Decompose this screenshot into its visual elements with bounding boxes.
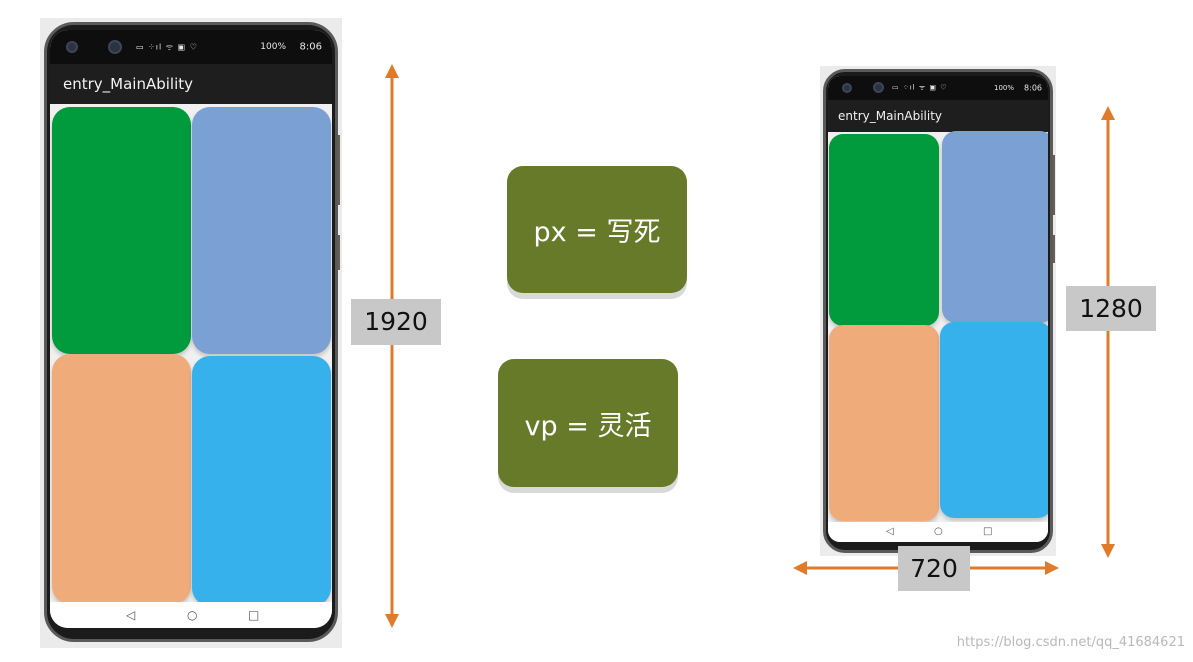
right-tile-green (829, 134, 939, 326)
home-icon[interactable]: ○ (934, 526, 943, 537)
home-icon[interactable]: ○ (187, 608, 198, 622)
vp-unit-box: vp = 灵活 (498, 359, 678, 487)
left-tile-orange (52, 354, 191, 604)
left-status-bar: ▭ ⁘ıl ᯤ ▣ ♡ 100% 8:06 (50, 30, 332, 64)
right-status-time: 8:06 (1024, 83, 1042, 93)
watermark: https://blog.csdn.net/qq_41684621 (956, 635, 1185, 650)
left-phone-side-button (336, 135, 340, 205)
right-status-bar: ▭ ⁘ıl ᯤ ▣ ♡ 100% 8:06 (828, 76, 1048, 100)
right-tile-blue-gray (942, 131, 1048, 323)
left-phone-screen: ▭ ⁘ıl ᯤ ▣ ♡ 100% 8:06 entry_MainAbility … (50, 30, 332, 628)
right-tile-orange (829, 325, 939, 521)
left-nav-bar: ◁ ○ □ (50, 602, 332, 628)
left-phone-side-button-2 (336, 235, 340, 270)
recent-apps-icon[interactable]: □ (248, 608, 260, 622)
right-signal-wifi-icons: ▭ ⁘ıl ᯤ ▣ ♡ (892, 83, 948, 92)
left-height-arrow (385, 64, 399, 628)
right-camera-icon (842, 83, 852, 93)
right-tile-sky-blue (940, 322, 1048, 518)
recent-apps-icon[interactable]: □ (983, 526, 993, 537)
left-app-bar: entry_MainAbility (50, 64, 332, 104)
back-icon[interactable]: ◁ (886, 526, 894, 537)
left-app-title: entry_MainAbility (63, 75, 194, 93)
right-height-label: 1280 (1066, 286, 1156, 331)
right-battery-text: 100% (993, 84, 1014, 92)
right-app-bar: entry_MainAbility (828, 100, 1048, 132)
right-height-arrow (1101, 106, 1115, 558)
left-front-camera-icon (108, 40, 122, 54)
right-front-camera-icon (873, 82, 884, 93)
left-camera-icon (66, 41, 78, 53)
right-phone-screen: ▭ ⁘ıl ᯤ ▣ ♡ 100% 8:06 entry_MainAbility … (828, 76, 1048, 542)
left-signal-wifi-icons: ▭ ⁘ıl ᯤ ▣ ♡ (136, 42, 198, 52)
left-height-label: 1920 (351, 299, 441, 345)
right-app-title: entry_MainAbility (838, 109, 943, 123)
right-width-label: 720 (898, 546, 970, 591)
px-unit-box: px = 写死 (507, 166, 687, 293)
right-nav-bar: ◁ ○ □ (828, 522, 1048, 542)
left-battery-text: 100% (260, 42, 286, 52)
px-unit-label: px = 写死 (533, 217, 661, 248)
right-phone-side-button-2 (1051, 235, 1055, 263)
left-tile-sky-blue (192, 356, 331, 606)
left-status-time: 8:06 (299, 41, 322, 53)
vp-unit-label: vp = 灵活 (524, 410, 652, 442)
back-icon[interactable]: ◁ (126, 608, 136, 622)
left-tile-blue-gray (192, 107, 331, 354)
left-tile-green (52, 107, 191, 354)
right-phone-side-button (1051, 155, 1055, 215)
